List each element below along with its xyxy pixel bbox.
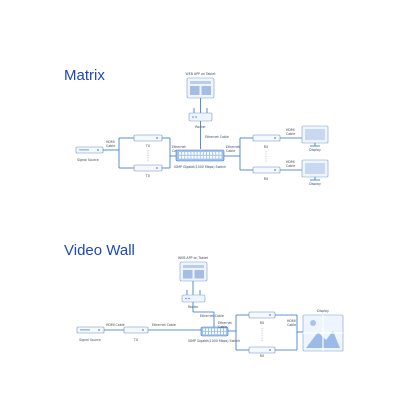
videowall-tx: [123, 326, 149, 334]
matrix-signal-source-icon: [75, 146, 104, 154]
switch-port: [216, 155, 219, 159]
switch-port: [185, 152, 188, 155]
videowall-ethernet-cable-left: Ethernet Cable: [152, 323, 176, 327]
videowall-rx-top-label: RX: [260, 321, 265, 325]
matrix-ethernet-cable-top: Ethernet Cable: [205, 135, 229, 139]
switch-port: [215, 331, 217, 335]
switch-port: [182, 155, 185, 159]
switch-port: [218, 331, 220, 335]
switch-port: [197, 155, 200, 159]
switch-port: [188, 155, 191, 159]
videowall-switch-label: IGMP Gigabit(1000 Mbps) Switch: [188, 339, 240, 343]
switch-port: [203, 152, 206, 155]
videowall-rx-top: [248, 311, 276, 319]
videowall-switch-icon: [200, 326, 229, 337]
matrix-web-app-label: WEB APP on Tablet: [186, 72, 217, 76]
switch-port: [215, 328, 217, 331]
matrix-tablet: [186, 77, 215, 99]
matrix-tx-bottom: [133, 164, 163, 172]
switch-port: [206, 155, 210, 159]
matrix-switch-label: IGMP Gigabit(1000 Mbps) Switch: [174, 165, 226, 169]
switch-port: [206, 331, 208, 335]
switch-port: [191, 155, 194, 159]
matrix-heading: Matrix: [64, 67, 105, 84]
switch-port: [221, 331, 223, 335]
switch-port: [212, 328, 214, 331]
switch-port: [224, 328, 226, 331]
switch-port: [179, 155, 182, 159]
switch-port: [206, 328, 208, 331]
switch-port: [209, 331, 211, 335]
switch-port: [210, 152, 213, 155]
videowall-web-app-label: WEB APP on Tablet: [178, 256, 209, 260]
matrix-rx-top: [252, 134, 281, 142]
videowall-hdmi-cable-in: HDMI Cable: [106, 323, 125, 327]
switch-port: [210, 155, 213, 159]
videowall-rx-bottom: [248, 346, 276, 354]
matrix-diagram: WEB APP on Tablet Router Ethernet Cable …: [75, 72, 329, 186]
switch-port: [213, 152, 216, 155]
videowall-rx-bottom-label: RX: [260, 354, 265, 358]
switch-port: [213, 155, 216, 159]
switch-port: [179, 152, 182, 155]
switch-port: [200, 152, 203, 155]
switch-port: [209, 328, 211, 331]
switch-port: [216, 152, 219, 155]
matrix-tx-bottom-label: TX: [145, 174, 151, 178]
switch-port: [200, 155, 203, 159]
videowall-diagram: WEB APP on Tablet Router Ethernet Cable …: [76, 256, 344, 358]
matrix-switch-icon: [175, 149, 225, 162]
matrix-tx-top-label: TX: [145, 144, 151, 148]
matrix-rx-bottom: [252, 166, 281, 174]
matrix-display-top-label: Display: [309, 148, 321, 152]
matrix-tx-top: [133, 134, 163, 142]
videowall-signal-source-label: Signal Source: [79, 338, 101, 342]
matrix-rx-top-label: RX: [264, 145, 269, 149]
switch-port: [203, 328, 205, 331]
switch-port: [219, 152, 222, 155]
switch-port: [224, 331, 226, 335]
video-wall-heading: Video Wall: [64, 242, 135, 259]
videowall-display-wall: [302, 314, 344, 352]
matrix-display-bottom: [301, 159, 329, 181]
videowall-tablet: [179, 261, 208, 282]
switch-port: [221, 328, 223, 331]
switch-port: [203, 331, 205, 335]
switch-port: [191, 152, 194, 155]
switch-port: [188, 152, 191, 155]
matrix-rx-bottom-label: RX: [264, 177, 269, 181]
switch-port: [212, 331, 214, 335]
switch-port: [194, 152, 197, 155]
switch-port: [185, 155, 188, 159]
videowall-router-icon: [181, 290, 206, 303]
switch-port: [182, 152, 185, 155]
switch-port: [219, 155, 222, 159]
matrix-router-icon: [188, 108, 213, 122]
matrix-signal-source-label: Signal Source: [77, 158, 99, 162]
switch-port: [197, 152, 200, 155]
videowall-display-label: Display: [317, 309, 329, 313]
switch-port: [218, 328, 220, 331]
matrix-display-bottom-label: Display: [309, 182, 321, 186]
videowall-signal-source-icon: [76, 326, 105, 334]
switch-port: [203, 155, 206, 159]
switch-port: [194, 155, 197, 159]
switch-port: [206, 152, 210, 155]
videowall-ethernet-cable-top: Ethernet Cable: [200, 314, 224, 318]
matrix-display-top: [301, 125, 329, 147]
videowall-tx-label: TX: [133, 338, 139, 342]
